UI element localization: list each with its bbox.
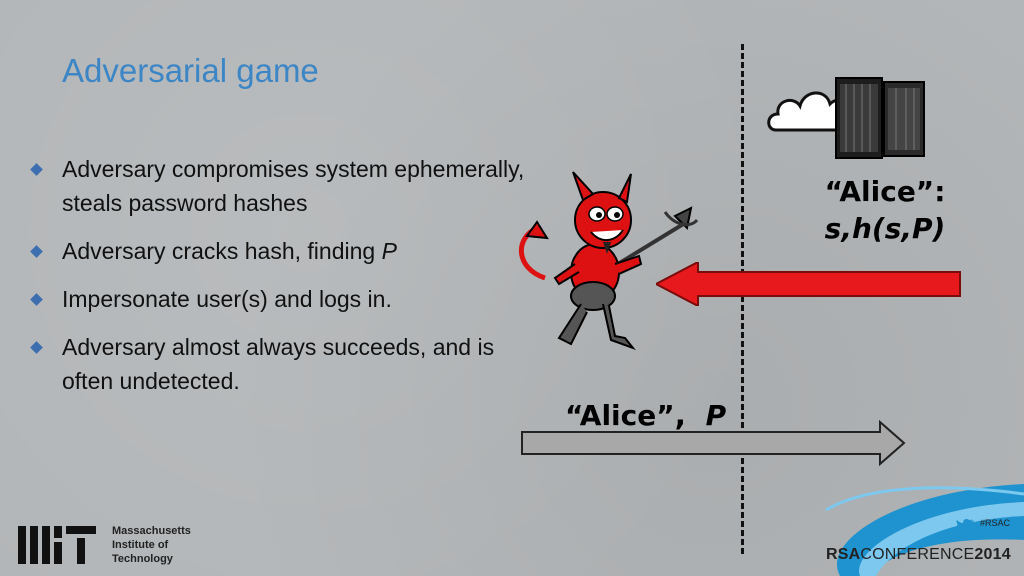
mit-wordmark: Massachusetts Institute of Technology: [112, 524, 191, 566]
bullet-text: Impersonate user(s) and logs in.: [62, 286, 392, 312]
mit-logo-icon: [18, 526, 96, 564]
bullet-item: Impersonate user(s) and logs in.: [30, 282, 550, 316]
twitter-icon: [956, 519, 974, 532]
cloud-server-illustration: [767, 77, 925, 159]
rsa-swoosh-graphic: [825, 484, 1024, 576]
mit-line-3: Technology: [112, 553, 173, 565]
network-boundary-divider: [741, 44, 744, 554]
stored-salt-hash: s,h(s,P): [824, 212, 946, 245]
bullet-item: Adversary compromises system ephemerally…: [30, 152, 550, 220]
login-username: “Alice”: [565, 399, 675, 432]
diamond-bullet-icon: [30, 163, 43, 176]
bullet-item: Adversary cracks hash, finding P: [30, 234, 550, 268]
login-separator: ,: [674, 398, 687, 433]
diamond-bullet-icon: [30, 341, 43, 354]
hashtag-label: #RSAC: [980, 518, 1011, 528]
stored-password-record: “Alice”: s,h(s,P): [790, 175, 980, 245]
login-credentials-label: “Alice”, P: [565, 398, 726, 433]
bullet-text: Adversary almost always succeeds, and is…: [62, 334, 495, 394]
rsa-bold: RSA: [826, 546, 861, 563]
mit-line-1: Massachusetts: [112, 525, 191, 537]
stored-username: “Alice”:: [824, 175, 946, 208]
login-arrow: [521, 420, 906, 466]
mit-line-2: Institute of: [112, 539, 169, 551]
diamond-bullet-icon: [30, 245, 43, 258]
login-password: P: [705, 399, 727, 432]
slide-title: Adversarial game: [62, 52, 319, 89]
bullet-text: Adversary cracks hash, finding: [62, 238, 382, 264]
devil-icon: [519, 171, 699, 351]
stolen-hash-arrow: [656, 262, 961, 306]
bullet-list: Adversary compromises system ephemerally…: [30, 152, 550, 412]
server-rack-icon: [835, 77, 925, 159]
rsa-conference-wordmark: RSACONFERENCE2014: [826, 546, 1011, 564]
rsa-year: 2014: [974, 546, 1011, 563]
bullet-emphasis: P: [381, 238, 397, 264]
bullet-item: Adversary almost always succeeds, and is…: [30, 330, 550, 398]
diamond-bullet-icon: [30, 293, 43, 306]
bullet-text: Adversary compromises system ephemerally…: [62, 156, 525, 216]
rsa-conference-text: CONFERENCE: [860, 546, 975, 563]
